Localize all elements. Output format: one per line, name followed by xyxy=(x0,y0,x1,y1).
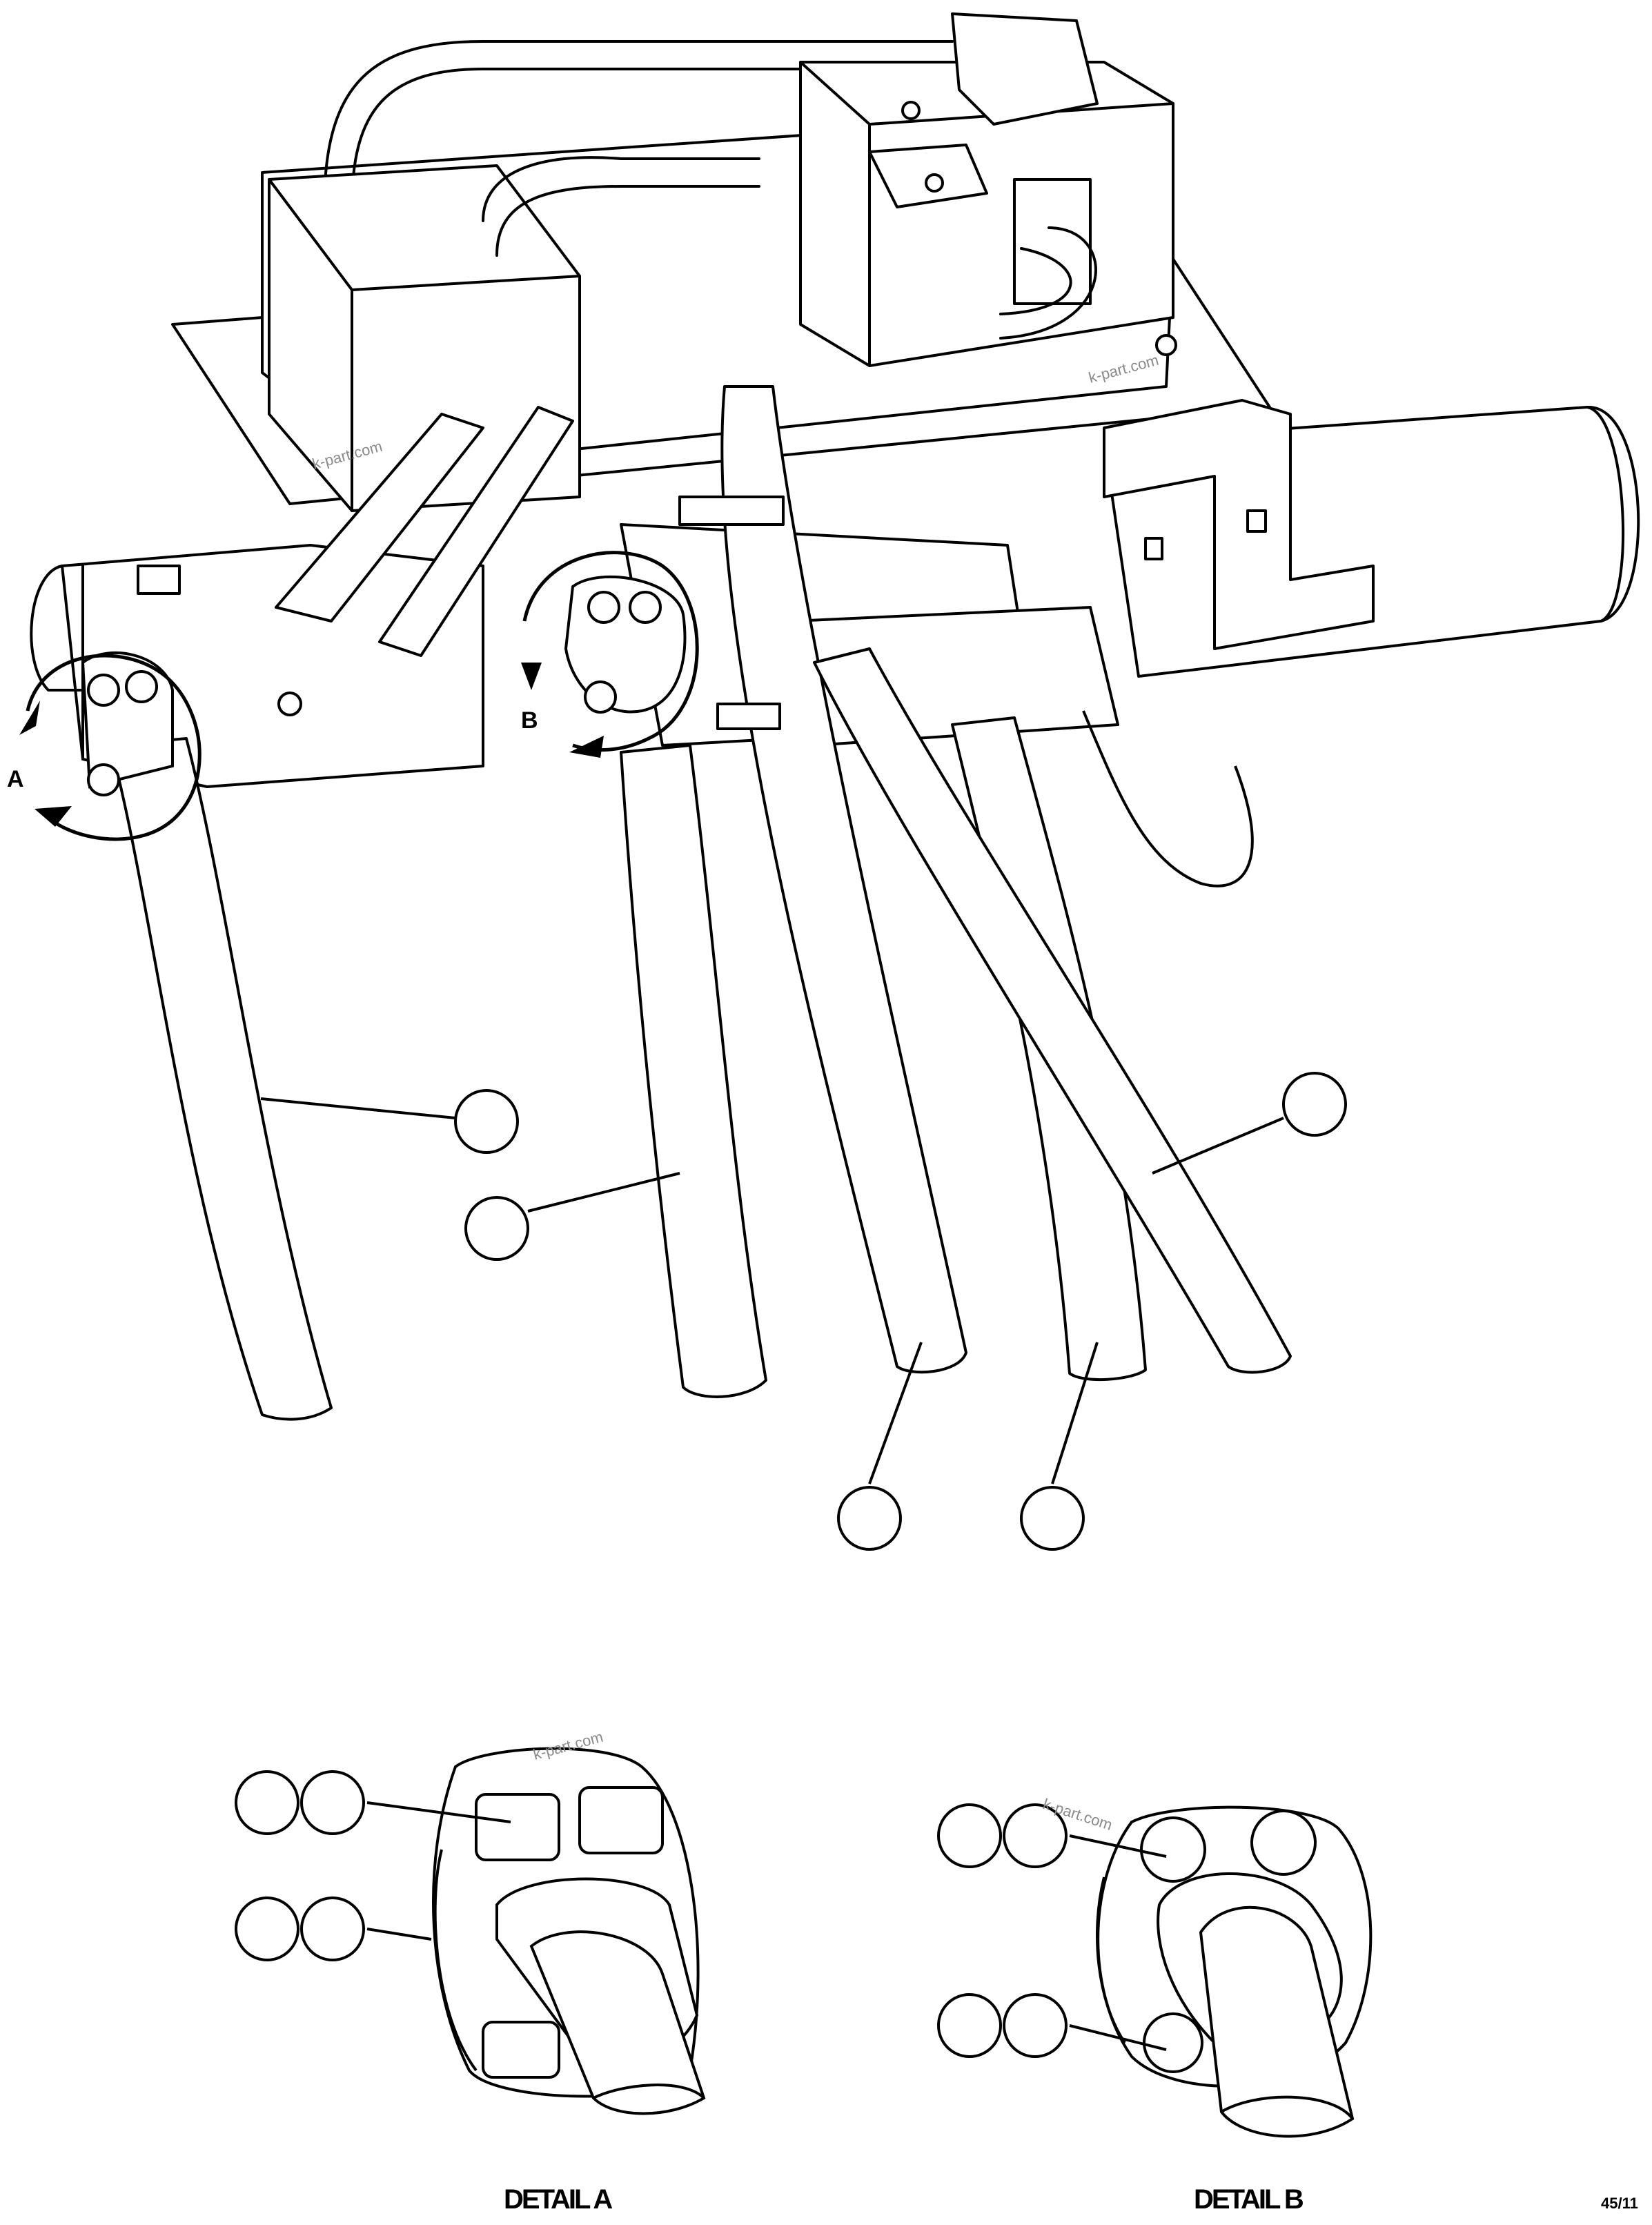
detail-b-view xyxy=(1096,1805,1373,2138)
detail-b-circle xyxy=(522,551,699,752)
callout-a2 xyxy=(300,1770,365,1835)
callout-a3 xyxy=(235,1896,299,1961)
detail-a-circle xyxy=(26,654,201,841)
hose-clamp-lower xyxy=(716,703,781,730)
detail-a-caption: DETAIL A xyxy=(504,2184,612,2215)
flange-bolt xyxy=(87,763,120,796)
callout-a1 xyxy=(235,1770,299,1835)
hose-far-left xyxy=(109,737,333,1421)
callout-5 xyxy=(1020,1486,1085,1551)
leader-line xyxy=(366,1801,511,1823)
callout-b3 xyxy=(937,1993,1002,2058)
hose-left-short-a xyxy=(275,413,484,623)
callout-3 xyxy=(1282,1072,1347,1137)
flange-bolt xyxy=(584,680,617,714)
leader-line xyxy=(1152,1117,1284,1175)
leader-line xyxy=(1069,2024,1167,2051)
figure-number: 45/11 xyxy=(1601,2195,1638,2212)
leader-line xyxy=(260,1097,456,1119)
callout-b1 xyxy=(937,1803,1002,1868)
callout-4 xyxy=(837,1486,902,1551)
hose-left-short-b xyxy=(378,406,574,657)
detail-b-caption: DETAIL B xyxy=(1194,2184,1304,2215)
hose-clamp-center xyxy=(678,496,785,526)
hose-center xyxy=(720,385,967,1374)
detail-a-arrow-1 xyxy=(19,700,40,735)
flange-bolt xyxy=(587,591,620,624)
detail-b-marker: B xyxy=(521,707,538,734)
detail-a-arrow-2 xyxy=(35,806,72,827)
hose-right xyxy=(813,647,1292,1374)
callout-b2 xyxy=(1003,1803,1068,1868)
leader-line xyxy=(868,1342,923,1484)
flange-bolt xyxy=(125,670,158,703)
manifold-block xyxy=(268,156,760,512)
flange-bolt xyxy=(629,591,662,624)
hose-loop-right xyxy=(1082,710,1254,888)
leader-line xyxy=(527,1172,680,1213)
detail-a-view xyxy=(432,1747,706,2115)
upper-return-tube xyxy=(323,40,954,208)
detail-b-arrow-2 xyxy=(569,736,604,758)
mounting-bracket xyxy=(1103,399,1375,650)
callout-a4 xyxy=(300,1896,365,1961)
detail-b-arrow-1 xyxy=(521,663,542,690)
callout-b4 xyxy=(1003,1993,1068,2058)
leader-line xyxy=(1069,1834,1167,1858)
flange-bolt xyxy=(87,674,120,707)
callout-1 xyxy=(454,1089,519,1154)
leader-line xyxy=(366,1928,432,1941)
callout-2 xyxy=(464,1196,529,1261)
detail-a-marker: A xyxy=(7,766,24,792)
valve-fitting-tube xyxy=(999,178,1097,340)
leader-line xyxy=(1051,1342,1099,1484)
hose-center-left xyxy=(620,744,767,1398)
flange-fitting-main-b xyxy=(564,575,687,714)
control-valve-block xyxy=(799,12,1177,367)
